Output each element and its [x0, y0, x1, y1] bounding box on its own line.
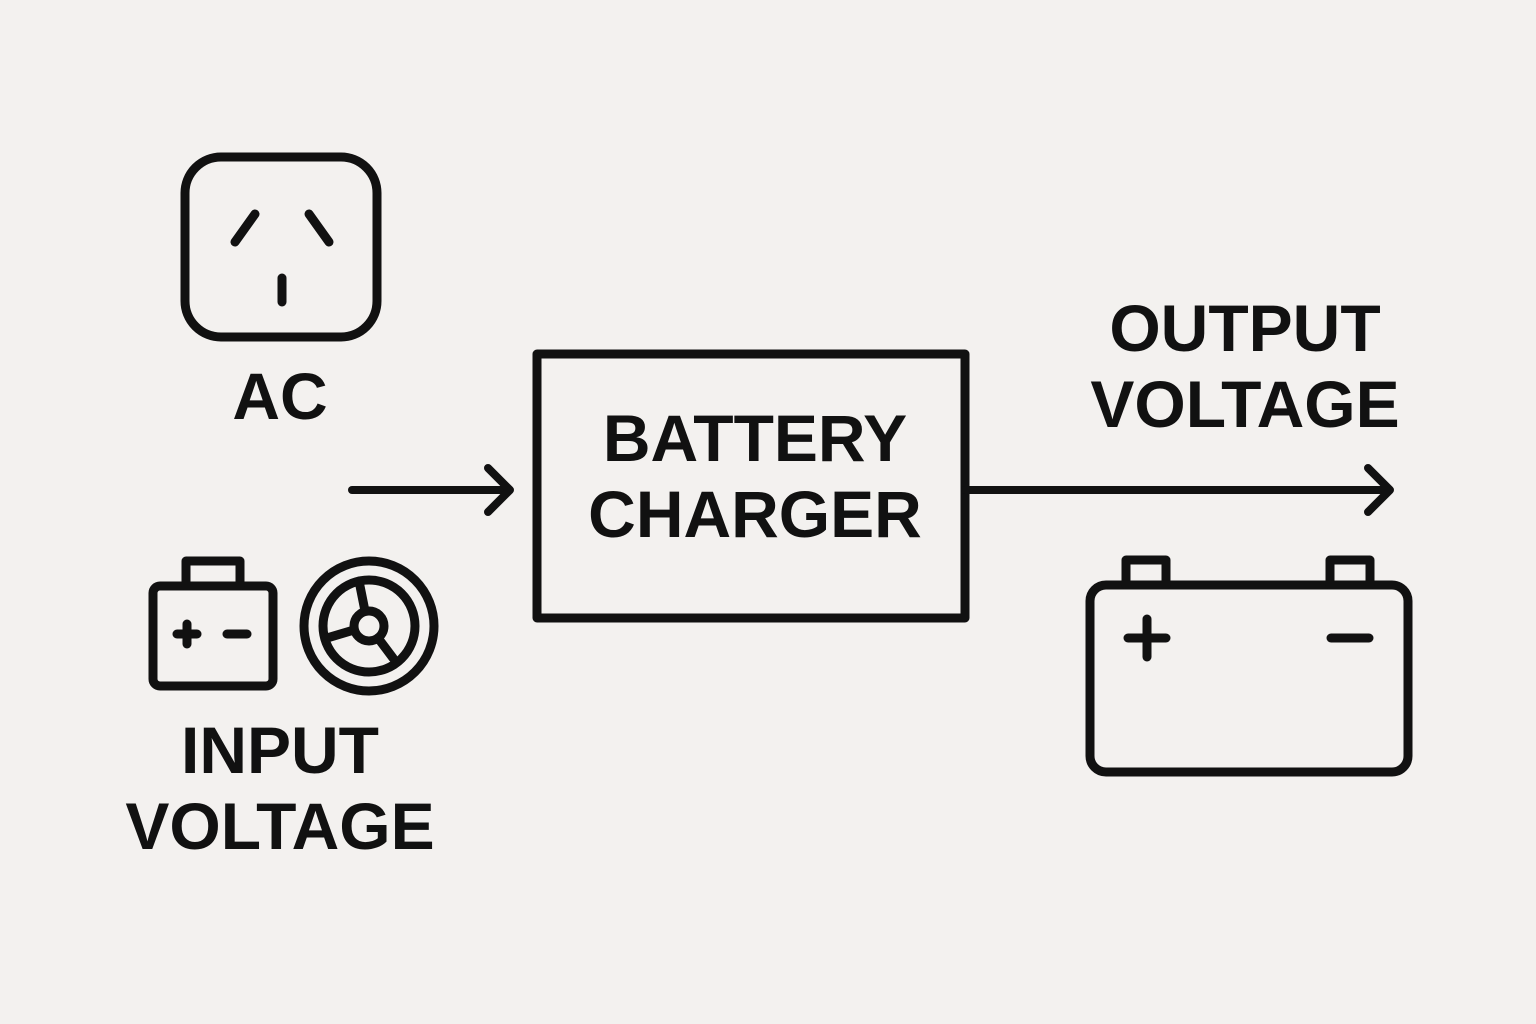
- ac-outlet-icon: [180, 152, 382, 342]
- input-voltage-label: INPUT VOLTAGE: [100, 712, 460, 864]
- wheel-gauge-icon: [299, 556, 439, 696]
- input-battery-icon: [148, 556, 278, 691]
- output-voltage-line1: OUTPUT: [1109, 291, 1381, 365]
- output-battery-icon: [1085, 555, 1413, 777]
- arrow-charger-to-output: [961, 464, 1394, 516]
- input-voltage-line1: INPUT: [181, 713, 379, 787]
- ac-label: AC: [180, 358, 380, 434]
- output-voltage-label: OUTPUT VOLTAGE: [1060, 290, 1430, 442]
- battery-charger-label: BATTERY CHARGER: [560, 400, 950, 552]
- battery-charger-line1: BATTERY: [602, 401, 908, 475]
- arrow-input-to-charger: [348, 464, 514, 516]
- output-voltage-line2: VOLTAGE: [1090, 367, 1400, 441]
- ac-label-text: AC: [232, 359, 328, 433]
- input-voltage-line2: VOLTAGE: [125, 789, 435, 863]
- battery-charger-line2: CHARGER: [588, 477, 922, 551]
